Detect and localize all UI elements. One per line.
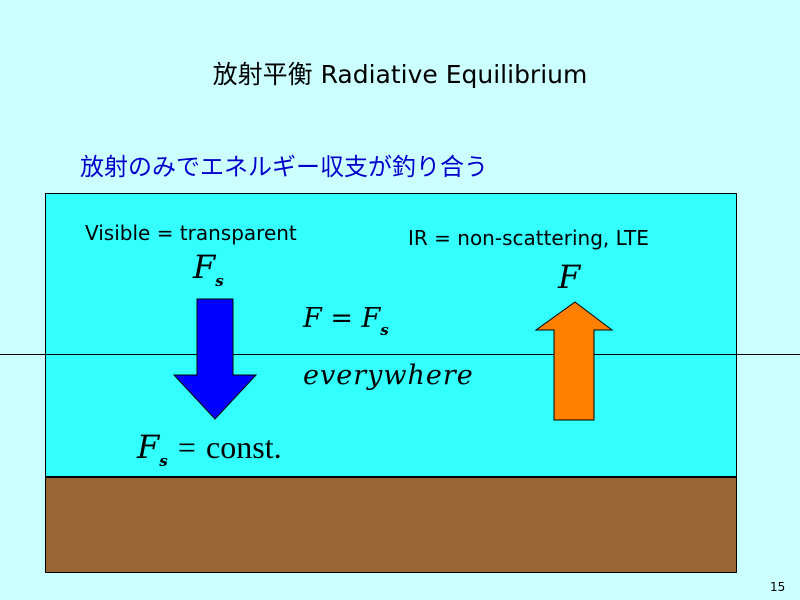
visible-label: Visible = transparent: [85, 221, 297, 245]
up-arrow-shape: [534, 301, 614, 421]
equality-equation: F = Fs: [303, 303, 389, 339]
ir-flux-symbol: F: [558, 258, 581, 296]
upward-ir-arrow: [534, 301, 614, 421]
downward-solar-arrow: [172, 298, 258, 420]
down-arrow-shape: [172, 298, 258, 420]
surface-constant-equation: Fs = const.: [137, 428, 282, 470]
ground-layer: [45, 477, 737, 573]
solar-flux-symbol: Fs: [193, 248, 224, 290]
slide-subtitle: 放射のみでエネルギー収支が釣り合う: [80, 153, 488, 181]
page-number: 15: [770, 580, 786, 594]
slide-title: 放射平衡 Radiative Equilibrium: [212, 60, 588, 89]
everywhere-text: everywhere: [303, 360, 474, 391]
ir-label: IR = non-scattering, LTE: [408, 226, 649, 250]
atmosphere-divider-line: [0, 354, 800, 355]
atmosphere-layer: [45, 193, 737, 477]
